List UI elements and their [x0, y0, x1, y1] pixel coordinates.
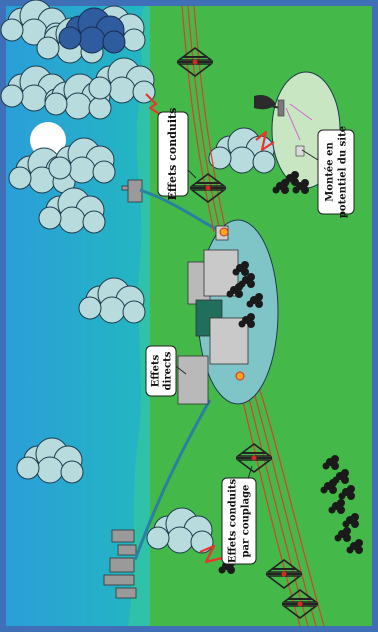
cable-city [133, 399, 212, 561]
label-conducted: Effets conduits [166, 108, 179, 201]
label-direct-2: directs [163, 351, 174, 390]
label-direct-1: Effets [151, 354, 162, 387]
city-skyline [103, 529, 137, 599]
callout-direct: Effets directs [145, 345, 177, 397]
spark [219, 227, 229, 237]
callout-potential: Montée en potentiel du site [317, 126, 355, 218]
label-potential-2: potentiel du site [338, 126, 349, 218]
label-potential-1: Montée en [325, 142, 336, 202]
label-coupling-1: Effets conduits [228, 479, 239, 564]
radar-dish [254, 95, 285, 117]
callout-coupling: Effets conduits par couplage [221, 477, 257, 565]
ground-currents [285, 103, 313, 141]
cable-factory [139, 188, 219, 232]
label-coupling-2: par couplage [241, 485, 252, 558]
callout-conducted: Effets conduits [157, 108, 189, 201]
spark [235, 371, 245, 381]
